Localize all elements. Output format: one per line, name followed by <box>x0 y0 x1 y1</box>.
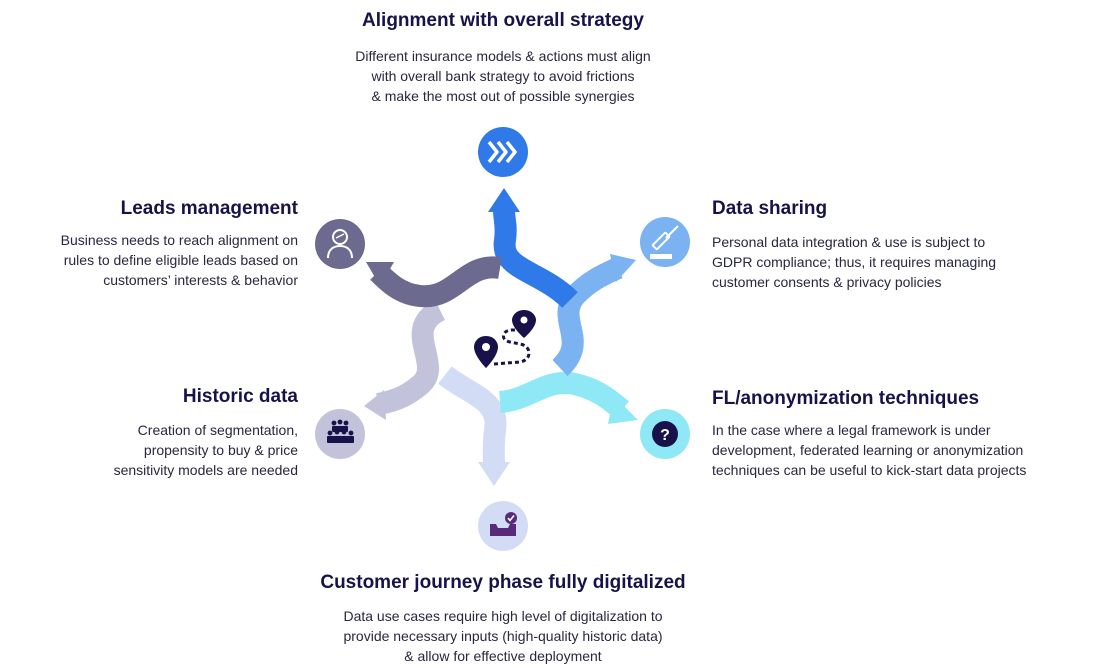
strategy-line: & make the most out of possible synergie… <box>371 88 635 104</box>
arrow-data-sharing <box>551 254 636 377</box>
fl-description: In the case where a legal framework is u… <box>712 420 1026 480</box>
journey-title: Customer journey phase fully digitalized <box>320 572 686 593</box>
fl-line: In the case where a legal framework is u… <box>712 422 991 438</box>
arrow-historic <box>364 300 446 420</box>
fl-line: techniques can be useful to kick-start d… <box>712 462 1027 478</box>
data-sharing-line: GDPR compliance; thus, it requires manag… <box>712 254 997 270</box>
data-sharing-description: Personal data integration & use is subje… <box>712 232 996 292</box>
leads-line: Business needs to reach alignment on <box>60 232 298 248</box>
strategy-line: with overall bank strategy to avoid fric… <box>371 68 635 84</box>
journey-line: Data use cases require high level of dig… <box>343 608 663 624</box>
question-mark-icon: ? <box>640 409 690 459</box>
arrow-strategy <box>488 188 578 309</box>
svg-text:?: ? <box>660 427 670 444</box>
arrow-leads <box>366 256 502 308</box>
leads-description: Business needs to reach alignment on rul… <box>0 230 298 290</box>
historic-line: Creation of segmentation, <box>137 422 298 438</box>
arrow-journey <box>438 366 510 486</box>
leads-line: rules to define eligible leads based on <box>63 252 298 268</box>
journey-line: provide necessary inputs (high-quality h… <box>343 628 663 644</box>
historic-description: Creation of segmentation, propensity to … <box>0 420 298 480</box>
journey-description: Data use cases require high level of dig… <box>253 606 753 666</box>
data-sharing-line: customer consents & privacy policies <box>712 274 942 290</box>
inbox-check-icon <box>478 501 528 551</box>
historic-line: propensity to buy & price <box>143 442 298 458</box>
gavel-icon <box>640 217 690 267</box>
historic-title: Historic data <box>182 386 298 407</box>
historic-line: sensitivity models are needed <box>113 462 298 478</box>
data-sharing-title: Data sharing <box>712 198 828 219</box>
user-avatar-icon <box>315 219 365 269</box>
arrow-fl <box>498 372 638 424</box>
leads-title: Leads management <box>120 198 298 219</box>
leads-line: customers’ interests & behavior <box>103 272 298 288</box>
strategy-description: Different insurance models & actions mus… <box>303 46 703 106</box>
fl-line: development, federated learning or anony… <box>712 442 1024 458</box>
strategy-line: Different insurance models & actions mus… <box>355 48 651 64</box>
strategy-title: Alignment with overall strategy <box>362 10 644 31</box>
fl-title: FL/anonymization techniques <box>712 388 980 409</box>
forward-chevrons-icon <box>478 127 528 177</box>
data-sharing-line: Personal data integration & use is subje… <box>712 234 986 250</box>
journey-line: & allow for effective deployment <box>404 648 602 664</box>
crowd-icon <box>315 409 365 459</box>
route-map-pins-icon <box>474 310 536 368</box>
